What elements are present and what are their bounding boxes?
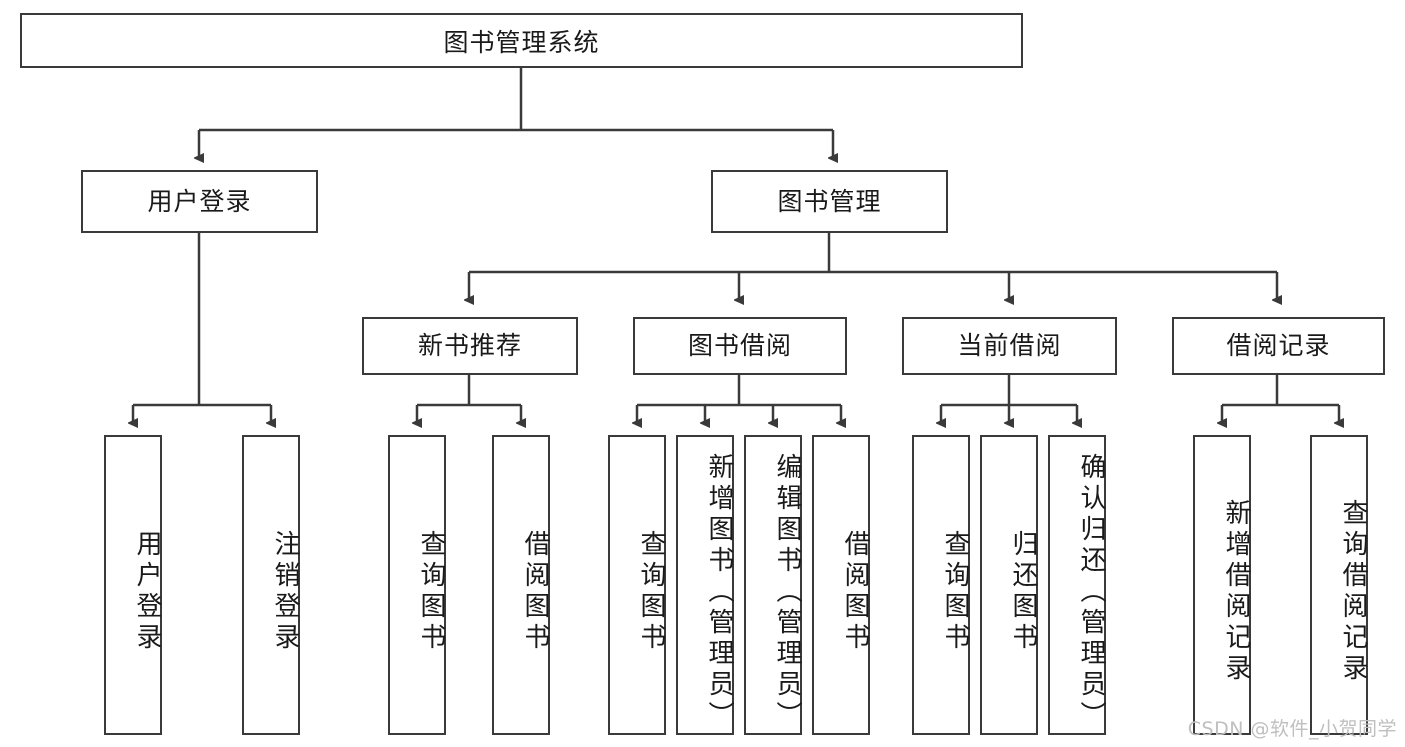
node-current-borrow[interactable]: 当前借阅 <box>902 317 1117 375</box>
leaf-label: 查询借阅记录 <box>1338 499 1368 685</box>
leaf-label: 归还图书 <box>1008 530 1038 654</box>
node-root-system[interactable]: 图书管理系统 <box>20 13 1023 68</box>
leaf-borrow-book-2[interactable]: 借阅图书 <box>812 435 870 735</box>
watermark-text: CSDN @软件_小贺同学 <box>1187 718 1397 740</box>
leaf-confirm-return[interactable]: 确认归还（管理员） <box>1048 435 1106 735</box>
node-user-login[interactable]: 用户登录 <box>81 170 318 233</box>
leaf-logout[interactable]: 注销登录 <box>242 435 300 735</box>
leaf-label: 新增借阅记录 <box>1221 499 1251 685</box>
leaf-add-record[interactable]: 新增借阅记录 <box>1193 435 1251 735</box>
leaf-label: 新增图书（管理员） <box>704 452 734 732</box>
leaf-query-record[interactable]: 查询借阅记录 <box>1310 435 1368 735</box>
leaf-label: 注销登录 <box>270 530 300 654</box>
leaf-label: 查询图书 <box>416 530 446 654</box>
node-book-management[interactable]: 图书管理 <box>711 170 948 233</box>
leaf-label: 借阅图书 <box>520 530 550 654</box>
leaf-label: 查询图书 <box>940 530 970 654</box>
leaf-borrow-book-1[interactable]: 借阅图书 <box>492 435 550 735</box>
leaf-label: 查询图书 <box>636 530 666 654</box>
node-new-book-recommend[interactable]: 新书推荐 <box>362 317 578 375</box>
leaf-return-book[interactable]: 归还图书 <box>980 435 1038 735</box>
leaf-query-book-2[interactable]: 查询图书 <box>608 435 666 735</box>
leaf-query-book-1[interactable]: 查询图书 <box>388 435 446 735</box>
leaf-label: 确认归还（管理员） <box>1076 452 1106 732</box>
leaf-label: 用户登录 <box>132 530 162 654</box>
leaf-label: 编辑图书（管理员） <box>772 452 802 732</box>
leaf-label: 借阅图书 <box>840 530 870 654</box>
leaf-edit-book[interactable]: 编辑图书（管理员） <box>744 435 802 735</box>
leaf-user-login[interactable]: 用户登录 <box>104 435 162 735</box>
node-book-borrow[interactable]: 图书借阅 <box>633 317 847 375</box>
leaf-add-book[interactable]: 新增图书（管理员） <box>676 435 734 735</box>
leaf-query-book-3[interactable]: 查询图书 <box>912 435 970 735</box>
node-borrow-record[interactable]: 借阅记录 <box>1172 317 1385 375</box>
